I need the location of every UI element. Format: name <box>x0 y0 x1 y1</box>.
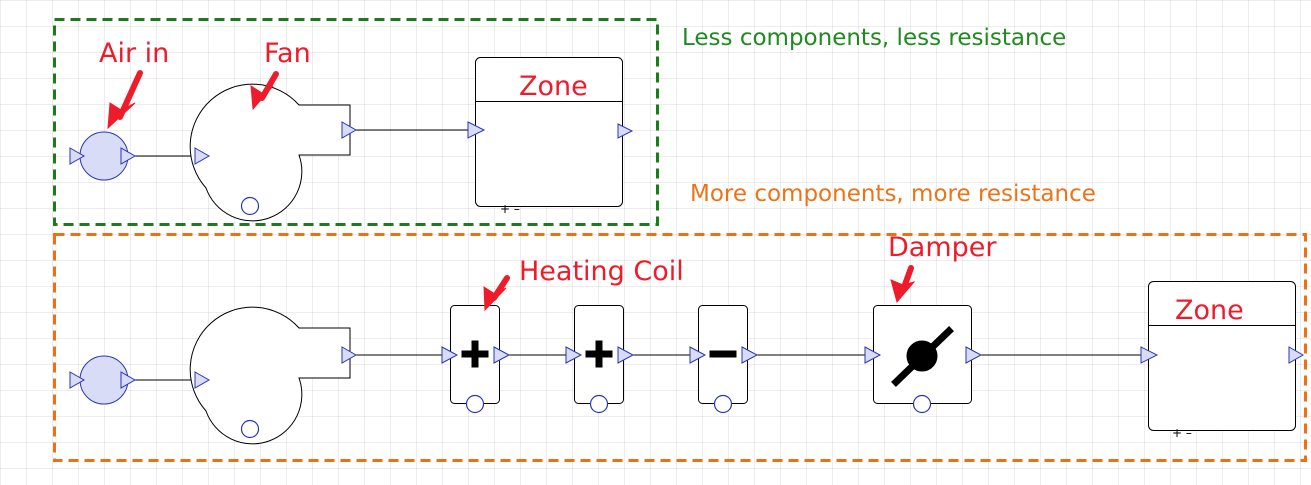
fan-callout: Fan <box>264 38 311 69</box>
fan-bottom[interactable] <box>189 306 358 445</box>
source-inlet-port <box>69 147 86 165</box>
fan-arrow <box>250 71 279 111</box>
zone-bottom-label: Zone <box>1175 295 1244 326</box>
fan-control-port <box>240 196 260 216</box>
heating-coil-arrow <box>483 275 510 312</box>
fan-top[interactable] <box>189 83 358 222</box>
air-in-callout: Air in <box>99 38 169 69</box>
damper-callout: Damper <box>888 232 997 263</box>
minus-icon <box>709 350 737 358</box>
less-components-group <box>53 18 659 226</box>
zone-top-inlet-port <box>467 121 486 139</box>
damper-blade-icon <box>891 326 954 387</box>
bottom-note: More components, more resistance <box>690 181 1096 207</box>
fan-outlet-port <box>341 121 358 139</box>
zone-top-terminals: + – <box>500 202 520 216</box>
zone-top-outlet-port <box>617 123 634 139</box>
air-source-bottom[interactable] <box>69 355 137 405</box>
zone-top-label: Zone <box>519 71 588 102</box>
damper-arrow <box>890 265 916 304</box>
damper[interactable] <box>864 305 983 414</box>
heating-coil-callout: Heating Coil <box>519 256 684 287</box>
source-outlet-port <box>120 147 137 165</box>
cooling-coil[interactable] <box>689 305 759 414</box>
heating-coil-1[interactable] <box>441 305 511 414</box>
air-in-arrow <box>107 70 143 130</box>
air-source-top[interactable] <box>69 131 137 181</box>
more-components-group <box>53 233 1307 462</box>
zone-bottom-terminals: + – <box>1172 426 1192 440</box>
zone-top[interactable]: Zone + – <box>467 57 634 217</box>
zone-bottom[interactable]: Zone + – <box>1140 281 1305 441</box>
fan-inlet-port <box>194 147 211 165</box>
plus-icon <box>585 340 613 368</box>
plus-icon <box>461 340 489 368</box>
heating-coil-2[interactable] <box>565 305 635 414</box>
top-note: Less components, less resistance <box>682 25 1066 51</box>
